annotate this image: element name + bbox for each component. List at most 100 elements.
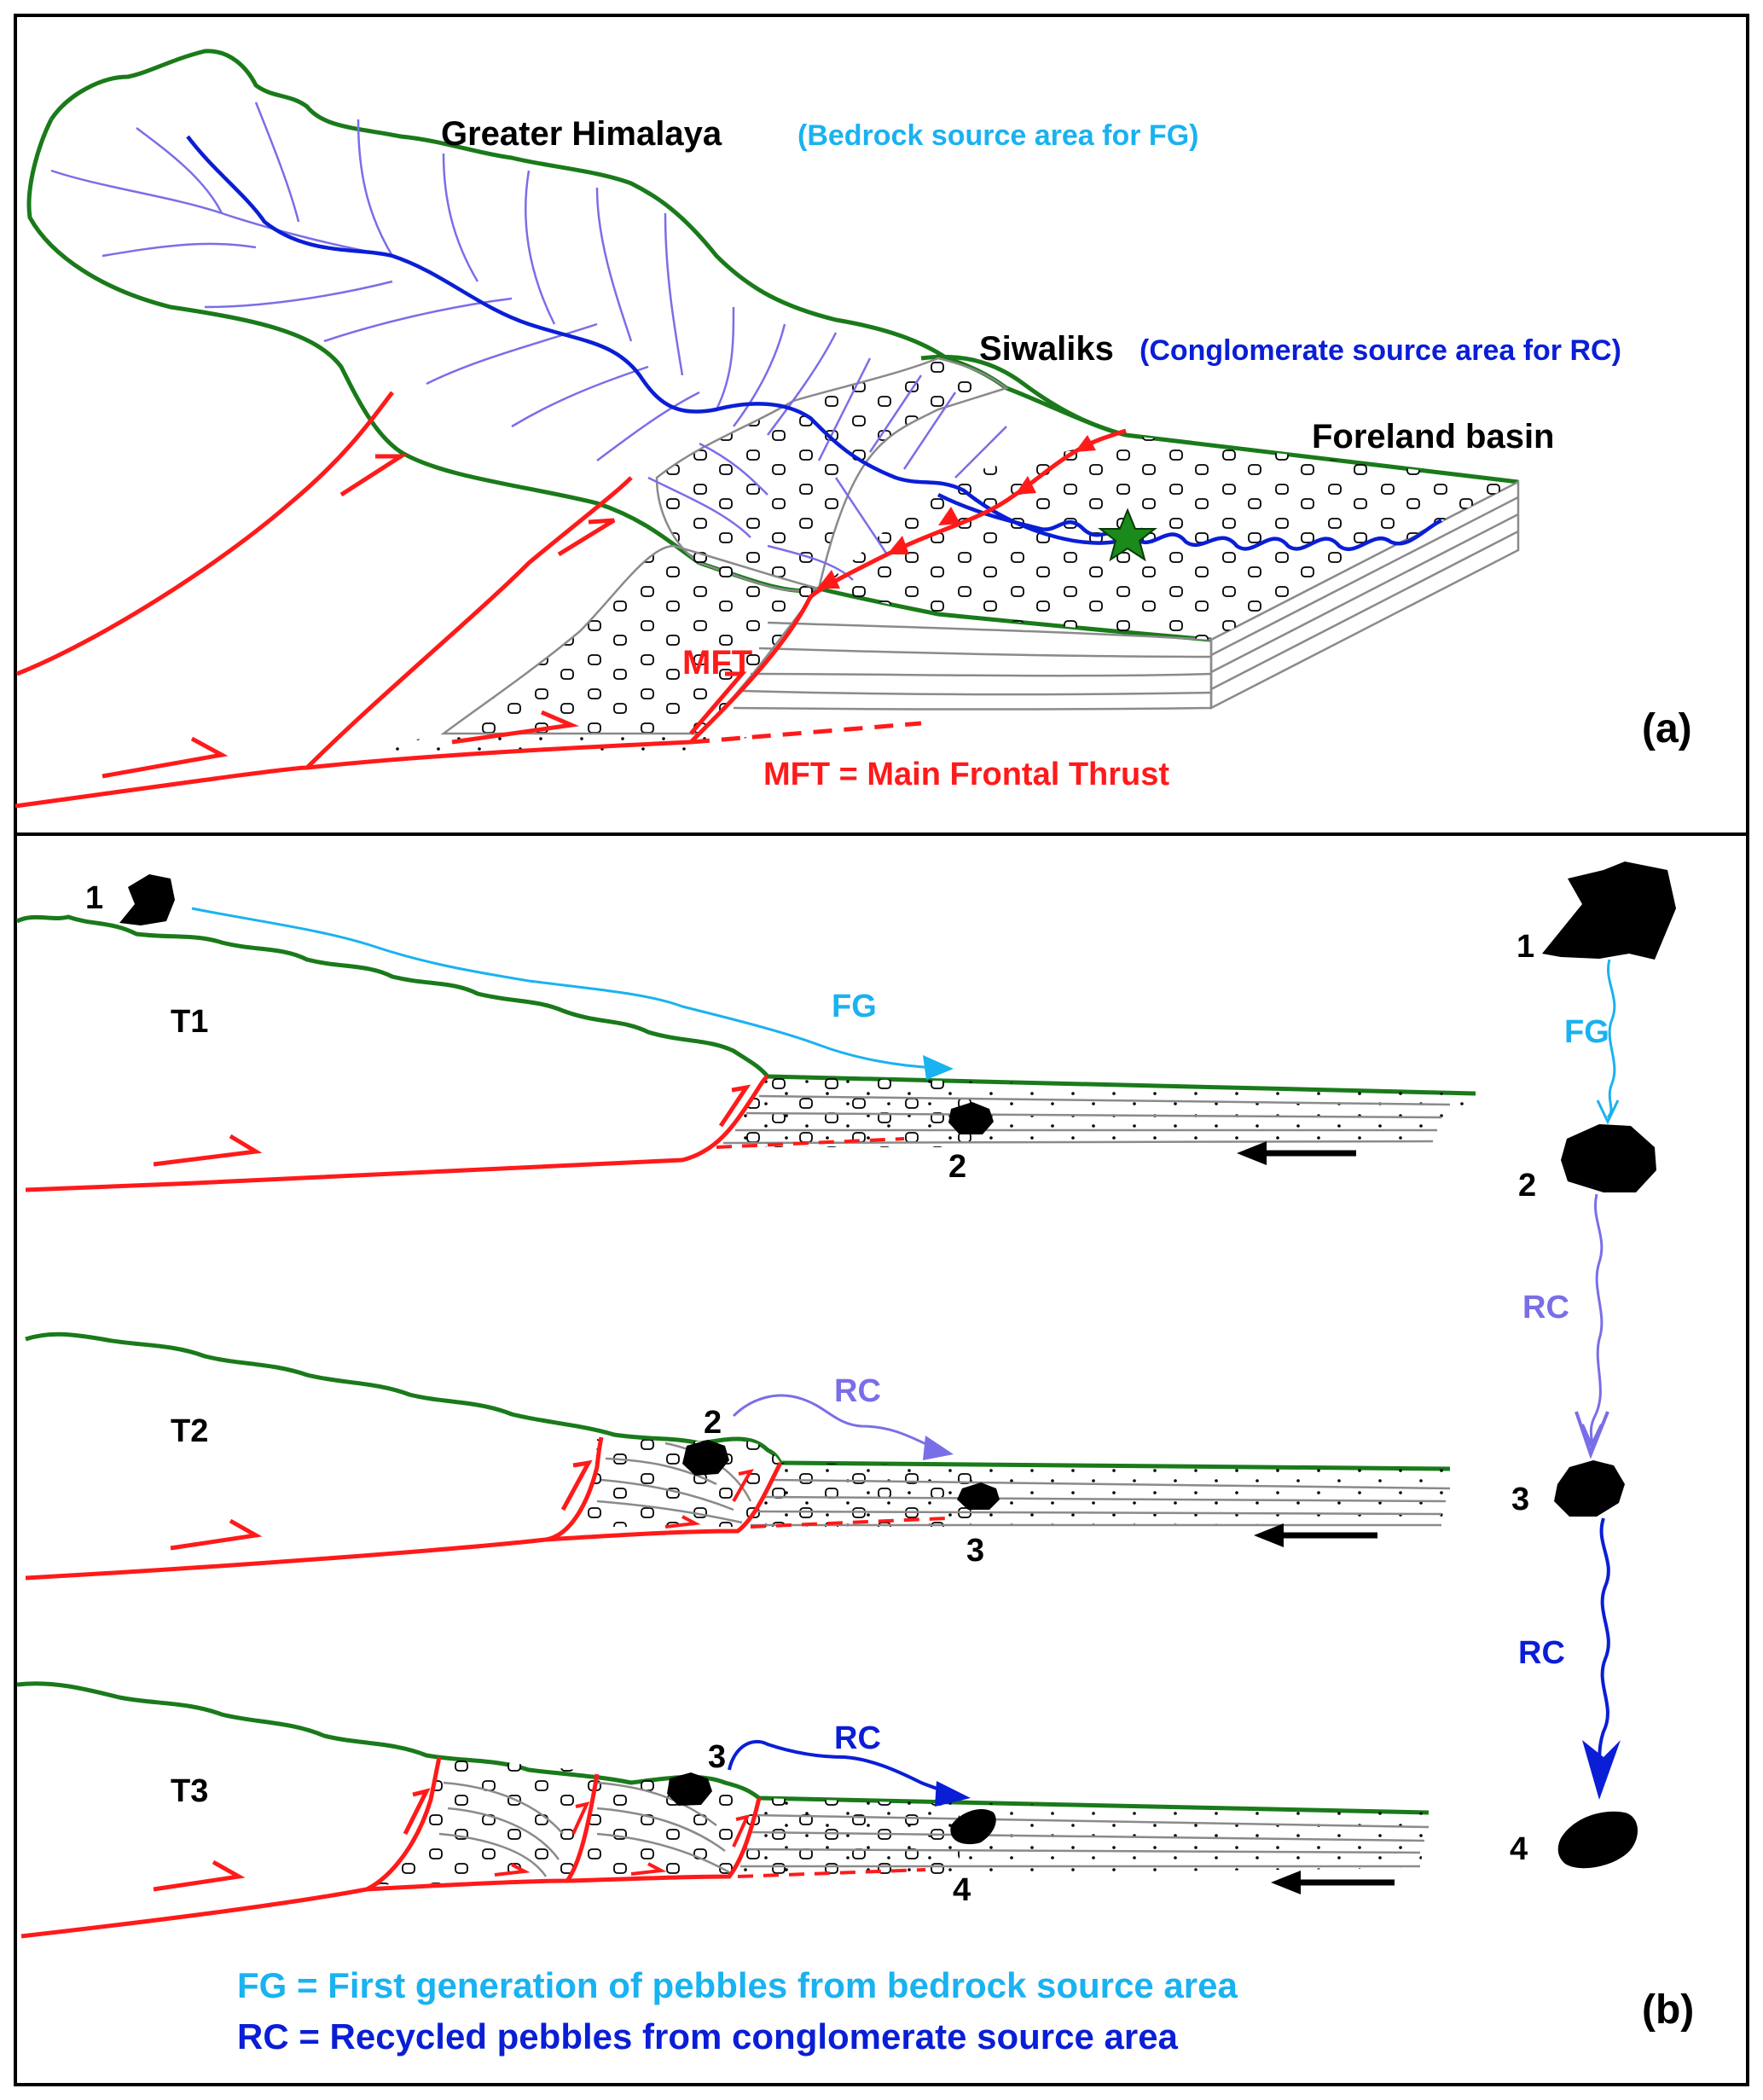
t3-folded-strata: [438, 1781, 730, 1877]
mft-legend: MFT = Main Frontal Thrust: [763, 757, 1169, 792]
t1-topography: [15, 914, 1476, 1096]
seq-fg-path: [1606, 959, 1616, 1119]
t2-thrust-back: [25, 1436, 604, 1581]
seq-pebble-2: [1561, 1124, 1656, 1192]
main-river: [186, 135, 1145, 545]
t2-thrust-front: [545, 1461, 783, 1542]
t1-conglomerate: [716, 1076, 972, 1147]
t1-fg-arrowhead: [923, 1055, 954, 1080]
seq-rc-arrowhead-2: [1582, 1740, 1621, 1800]
seq-num-2: 2: [1518, 1168, 1536, 1204]
foreland-basin-label: Foreland basin: [1312, 418, 1555, 455]
t2-slip-arrow: [170, 1518, 263, 1551]
t3-flat-arrow-2: [630, 1862, 667, 1876]
t3-conglomerate: [738, 1798, 960, 1877]
t2-flat-arrow: [664, 1515, 701, 1529]
t2-pebble-3: [957, 1482, 1000, 1510]
basal-decollement: [14, 740, 692, 809]
legend-rc: RC = Recycled pebbles from conglomerate …: [237, 2016, 1179, 2056]
t2-blind-tip: [750, 1517, 948, 1529]
t1-slip-arrow: [153, 1134, 263, 1167]
seq-num-1: 1: [1517, 929, 1534, 965]
t1-fg-path: [191, 907, 939, 1070]
t1-convergence-arrowhead: [1237, 1141, 1267, 1165]
seq-num-4: 4: [1510, 1831, 1528, 1867]
seq-rc-label-2: RC: [1518, 1635, 1565, 1671]
mid-thrust: [305, 476, 633, 769]
t2-rc-label: RC: [834, 1373, 881, 1409]
seq-pebble-3: [1554, 1460, 1625, 1517]
t2-ramp-arrow-1: [560, 1459, 593, 1511]
t2-label: T2: [171, 1413, 208, 1449]
t2-conglomerate: [751, 1463, 981, 1527]
t3-pebble-4: [950, 1808, 996, 1845]
seq-rc-label-1: RC: [1522, 1290, 1569, 1326]
seq-pebble-4: [1557, 1811, 1638, 1869]
stage-t2: T2 2 3 RC: [25, 1331, 1451, 1581]
tributary-network: [50, 102, 1007, 581]
seq-fg-label: FG: [1564, 1014, 1609, 1050]
t2-ramp-arrow-2: [732, 1469, 754, 1502]
t2-rc-path: [732, 1394, 939, 1452]
hinterland-thrust: [16, 391, 394, 676]
t1-strata: [722, 1094, 1451, 1145]
t1-ramp-arrow: [718, 1084, 751, 1128]
t3-pebble-3: [667, 1772, 712, 1806]
t3-rc-label: RC: [834, 1720, 881, 1756]
greater-himalaya-label: Greater Himalaya: [441, 115, 722, 153]
mft-label: MFT: [682, 644, 752, 682]
t1-num-2: 2: [948, 1149, 966, 1185]
t3-blind-tip: [737, 1868, 926, 1878]
seq-rc-path-1: [1589, 1193, 1604, 1451]
seq-num-3: 3: [1511, 1482, 1529, 1517]
t2-num-2: 2: [704, 1405, 722, 1441]
t3-label: T3: [171, 1773, 208, 1809]
t3-thrust-mid: [366, 1773, 600, 1892]
t1-fg-label: FG: [832, 989, 877, 1024]
t3-rc-arrowhead: [935, 1781, 971, 1807]
t2-rc-arrowhead: [923, 1436, 954, 1460]
t3-ramp-arrow-1: [403, 1788, 431, 1836]
t3-num-3: 3: [708, 1739, 726, 1775]
t2-pebble-2: [682, 1440, 729, 1476]
thrust-barbs: [817, 435, 1096, 589]
t3-slip-arrow: [153, 1859, 246, 1892]
seq-rc-arrowhead-1: [1575, 1411, 1609, 1459]
t2-num-3: 3: [966, 1533, 984, 1569]
t3-ramp-arrow-2: [571, 1801, 590, 1835]
blind-thrust-tip: [690, 721, 922, 745]
stage-t1: T1 1 2 FG: [15, 874, 1476, 1192]
panel-b-frame: [14, 832, 1749, 2086]
pebble-sequence: 1 2 3 4 FG RC RC: [1510, 861, 1676, 1869]
t2-folded-strata: [596, 1442, 752, 1524]
greater-himalaya-outline: [26, 118, 701, 566]
t3-thrust-front: [566, 1797, 762, 1883]
main-frontal-thrust: [689, 428, 1127, 744]
t3-convergence-arrowhead: [1271, 1871, 1301, 1894]
seq-fg-arrowhead: [1596, 1099, 1620, 1125]
thrust-slip-arrows: [101, 454, 747, 779]
t3-rc-path: [728, 1739, 956, 1797]
t2-topography: [25, 1331, 1451, 1471]
t3-thrust-back: [20, 1756, 442, 1939]
sample-site-star: [1098, 508, 1157, 562]
t3-num-4: 4: [953, 1872, 971, 1908]
t3-flat-arrow-1: [494, 1863, 531, 1877]
t2-convergence-arrowhead: [1254, 1523, 1284, 1547]
siwalik-front-block: [440, 544, 821, 735]
seq-pebble-1: [1542, 861, 1676, 960]
main-river-meander: [937, 492, 1443, 552]
t3-siwalik-block: [367, 1757, 759, 1885]
t3-ramp-arrow-3: [732, 1814, 751, 1848]
foreland-surface: [819, 435, 1518, 640]
greater-himalaya-note: (Bedrock source area for FG): [797, 119, 1198, 152]
panel-b: T1 1 2 FG T2 2: [15, 861, 1694, 2056]
t1-thrust: [25, 1074, 769, 1192]
t1-pebble-2: [948, 1102, 994, 1134]
panel-a-label: (a): [1642, 706, 1692, 751]
t1-blind-tip: [716, 1137, 905, 1149]
stage-t3: T3 3 4 RC: [16, 1681, 1430, 1939]
t1-num-1: 1: [85, 880, 103, 916]
siwaliks-label: Siwaliks: [979, 330, 1114, 368]
